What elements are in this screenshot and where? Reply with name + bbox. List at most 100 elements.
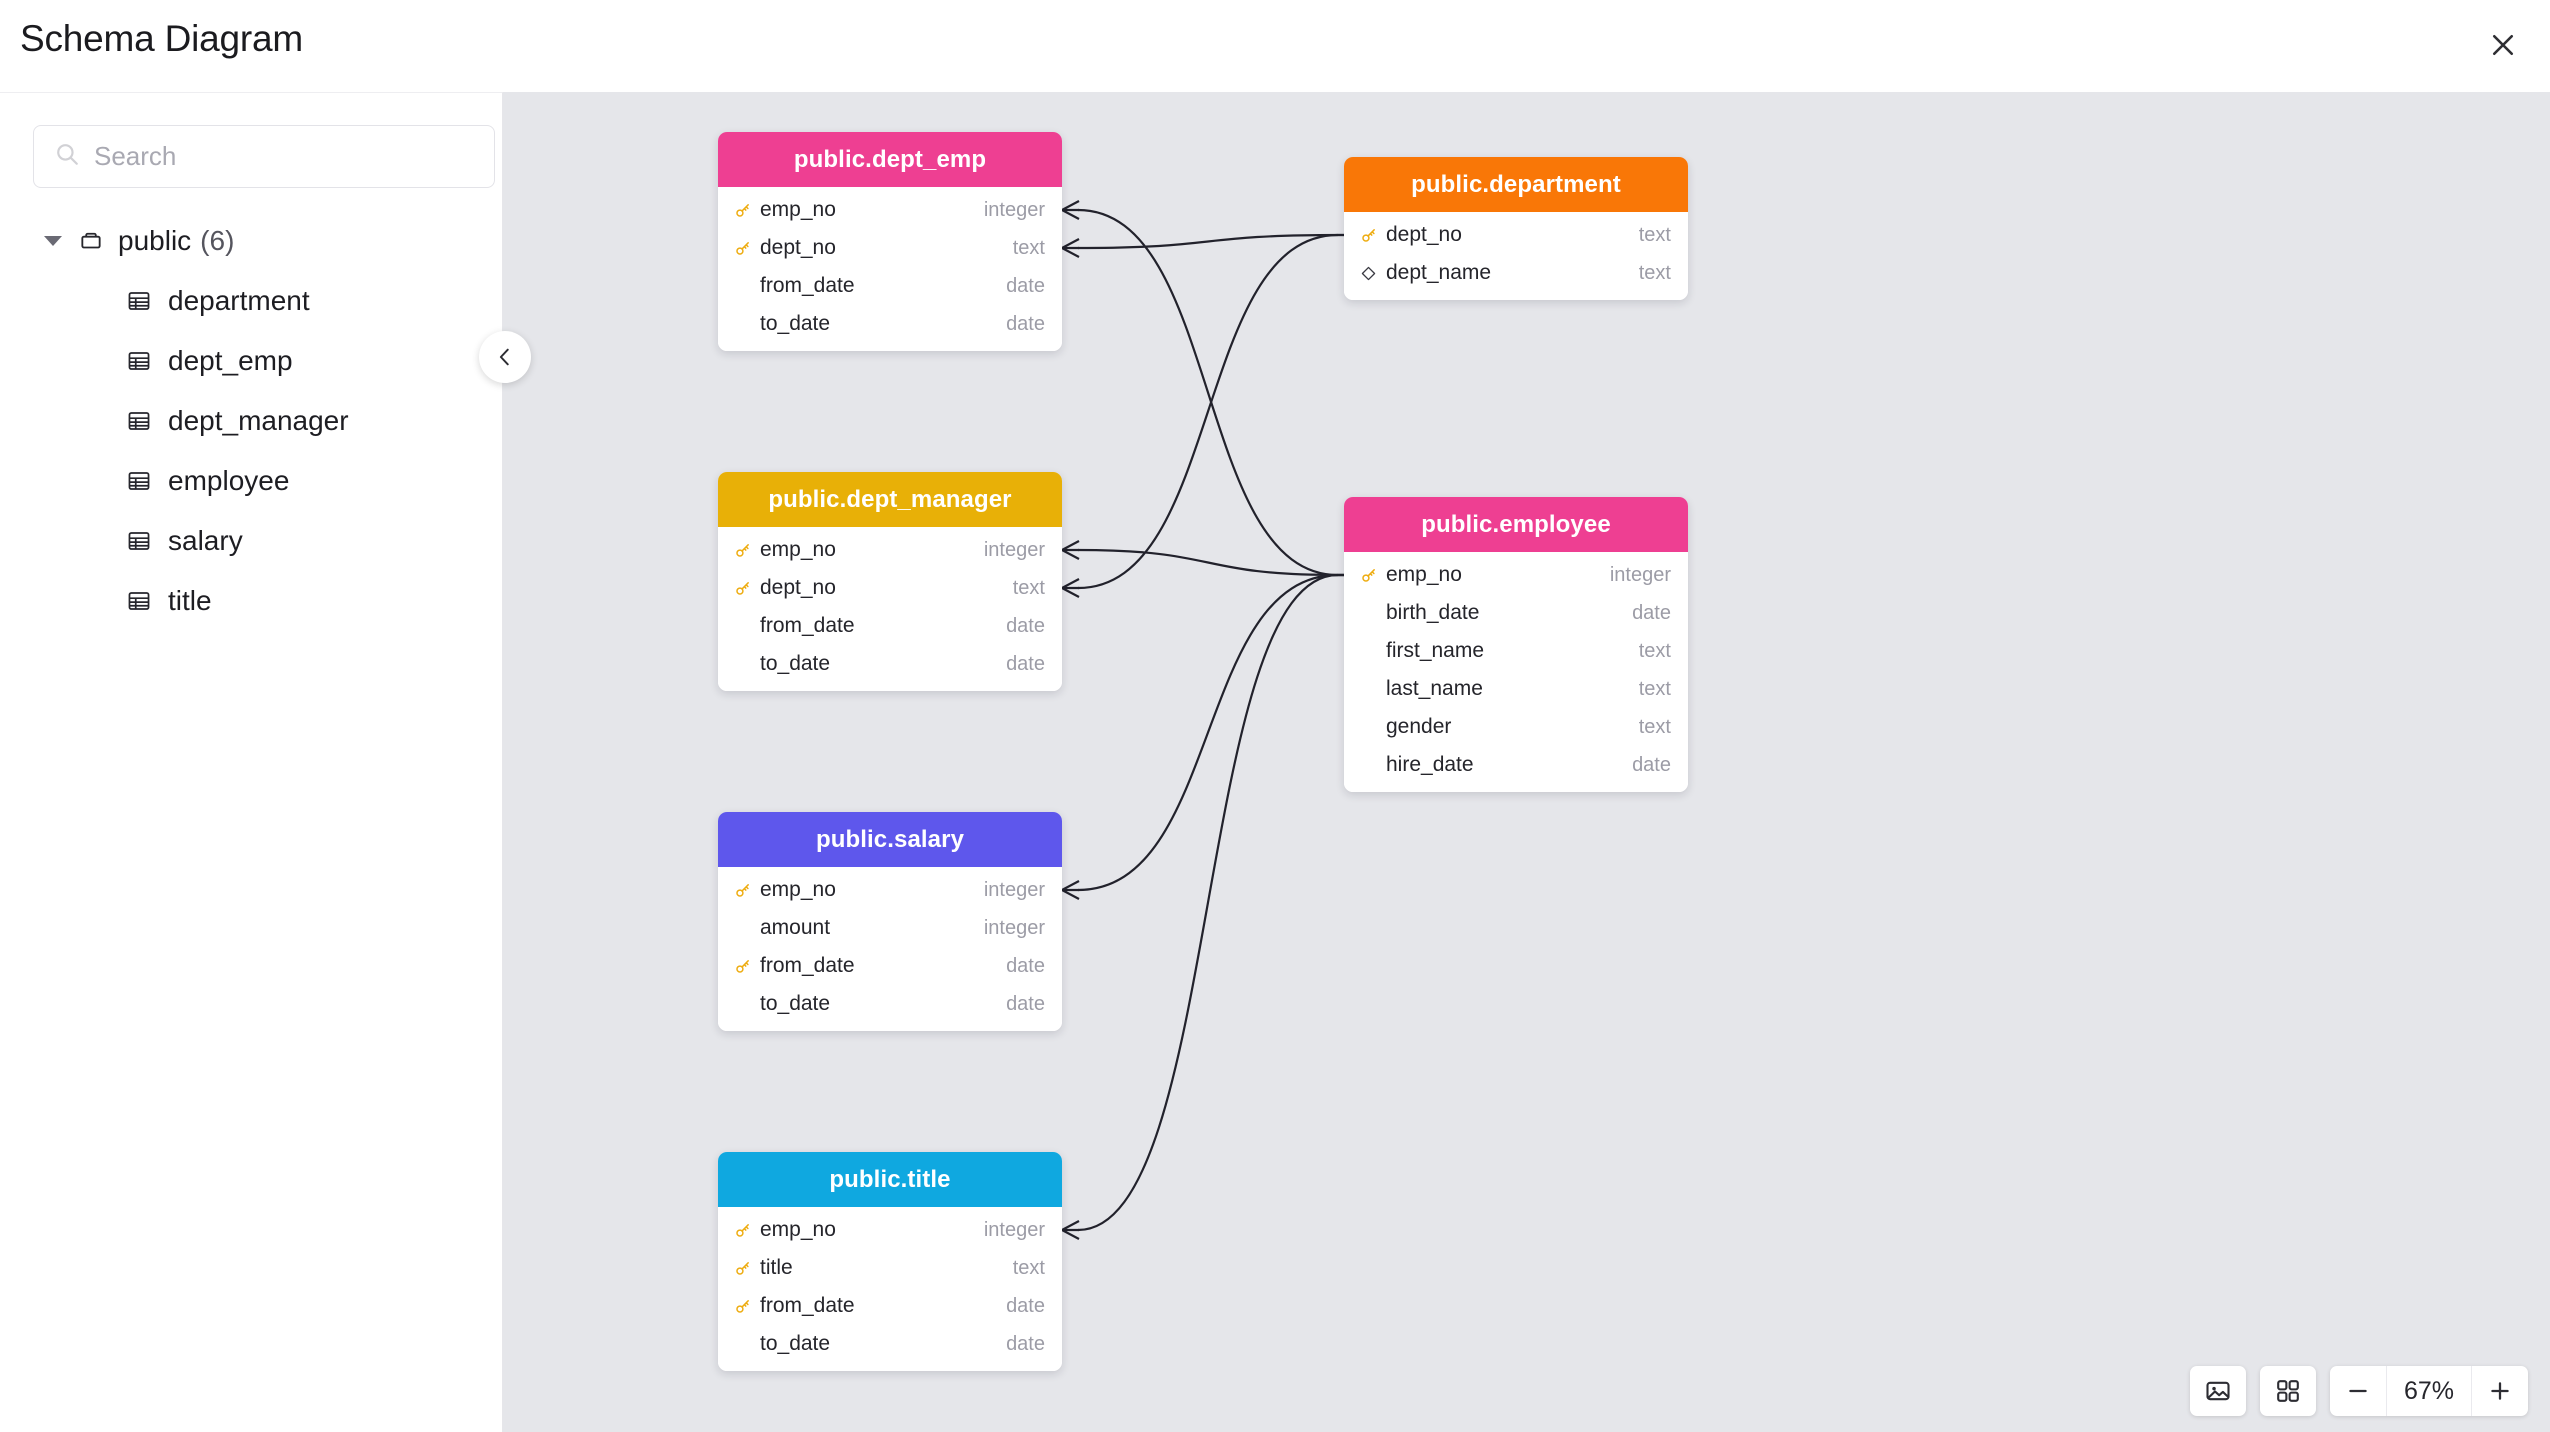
- column-type: text: [1012, 1256, 1045, 1279]
- column-name: to_date: [760, 1332, 831, 1355]
- crowsfoot-many-marker: [1061, 200, 1080, 220]
- search-input[interactable]: [94, 141, 474, 172]
- search-box[interactable]: [33, 125, 495, 188]
- export-image-button[interactable]: [2190, 1366, 2246, 1416]
- sidebar-table-label: title: [168, 585, 212, 616]
- column-name: hire_date: [1386, 753, 1474, 776]
- table-icon: [126, 588, 152, 614]
- column-name: from_date: [760, 1294, 855, 1317]
- crowsfoot-many-marker: [1061, 1220, 1080, 1240]
- column-name: dept_no: [1386, 223, 1462, 246]
- column-name: to_date: [760, 652, 831, 675]
- column-row[interactable]: from_date date: [718, 1287, 1062, 1325]
- relationship-edges: [1061, 200, 1344, 1240]
- database-icon: [78, 228, 104, 254]
- sidebar-table-salary[interactable]: salary: [0, 511, 503, 571]
- schema-label: public: [118, 225, 192, 256]
- sidebar-table-dept_manager[interactable]: dept_manager: [0, 391, 503, 451]
- edge-title-emp_no-to-employee-emp_no[interactable]: [1061, 573, 1344, 1240]
- column-type: date: [1006, 652, 1045, 675]
- edge-dept_manager-emp_no-to-employee-emp_no[interactable]: [1061, 540, 1344, 577]
- table-node-title: public.dept_manager: [718, 472, 1062, 527]
- edge-dept_emp-dept_no-to-department-dept_no[interactable]: [1061, 233, 1344, 258]
- column-row[interactable]: to_date date: [718, 645, 1062, 683]
- column-name: amount: [760, 916, 831, 939]
- sidebar-table-department[interactable]: department: [0, 271, 503, 331]
- auto-layout-button[interactable]: [2260, 1366, 2316, 1416]
- sidebar-table-title[interactable]: title: [0, 571, 503, 631]
- key-icon: [734, 580, 758, 597]
- key-icon: [1360, 567, 1384, 584]
- table-node-title: public.salary: [718, 812, 1062, 867]
- close-button[interactable]: [2474, 16, 2532, 74]
- column-name: to_date: [760, 992, 831, 1015]
- grid-icon: [2277, 1380, 2299, 1402]
- schema-table-count: (6): [200, 225, 235, 256]
- tree-schema-public[interactable]: public (6): [0, 211, 503, 271]
- column-type: text: [1012, 236, 1045, 259]
- zoom-in-button[interactable]: [2472, 1366, 2528, 1416]
- key-icon: [734, 958, 758, 975]
- column-row[interactable]: emp_no integer: [718, 1211, 1062, 1249]
- sidebar-table-label: dept_manager: [168, 405, 349, 436]
- crowsfoot-many-marker: [1061, 880, 1080, 900]
- chevron-left-icon: [499, 348, 509, 366]
- diamond-icon: [1360, 265, 1384, 282]
- caret-down-icon[interactable]: [44, 236, 62, 246]
- plus-icon: [2491, 1382, 2509, 1400]
- table-node-title: public.department: [1344, 157, 1688, 212]
- edge-salary-emp_no-to-employee-emp_no[interactable]: [1061, 573, 1344, 900]
- column-name: emp_no: [760, 1218, 836, 1241]
- edge-dept_emp-emp_no-to-employee-emp_no[interactable]: [1061, 200, 1344, 577]
- zoom-out-button[interactable]: [2330, 1366, 2386, 1416]
- column-name: dept_no: [760, 576, 836, 599]
- table-icon: [126, 348, 152, 374]
- edge-dept_manager-dept_no-to-department-dept_no[interactable]: [1061, 233, 1344, 598]
- key-icon: [734, 1222, 758, 1239]
- sidebar-table-employee[interactable]: employee: [0, 451, 503, 511]
- column-type: integer: [983, 1218, 1045, 1241]
- column-name: dept_no: [760, 236, 836, 259]
- zoom-level-label[interactable]: 67%: [2386, 1366, 2472, 1416]
- column-row[interactable]: dept_no text: [718, 229, 1062, 267]
- sidebar-table-dept_emp[interactable]: dept_emp: [0, 331, 503, 391]
- column-type: date: [1006, 1294, 1045, 1317]
- table-node-title: public.title: [718, 1152, 1062, 1207]
- minus-icon: [2349, 1389, 2367, 1393]
- column-name: gender: [1386, 715, 1452, 738]
- sidebar-collapse-button[interactable]: [479, 331, 531, 383]
